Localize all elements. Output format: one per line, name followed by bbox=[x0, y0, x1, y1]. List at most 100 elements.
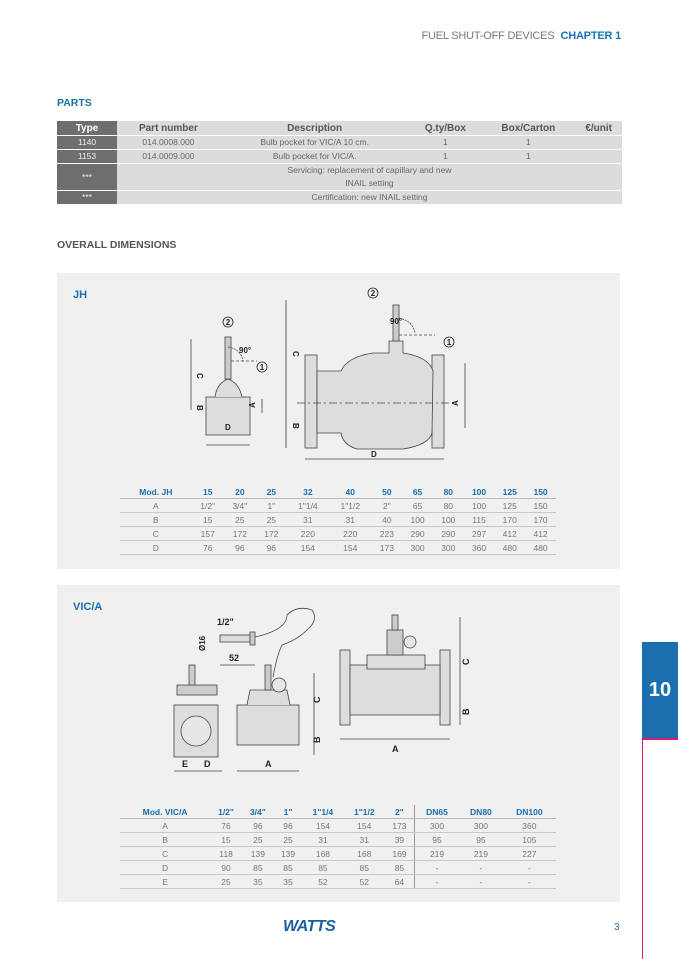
column-header: 150 bbox=[525, 485, 556, 499]
table-cell: D bbox=[120, 540, 192, 555]
column-header: Q.ty/Box bbox=[409, 121, 482, 136]
table-cell: 2" bbox=[371, 498, 403, 513]
table-cell: 480 bbox=[494, 540, 526, 555]
vica-large-valve: A C B bbox=[339, 614, 471, 754]
table-cell: 300 bbox=[413, 818, 460, 833]
table-cell: B bbox=[120, 512, 192, 527]
chapter-tab[interactable]: 10 bbox=[642, 642, 678, 738]
table-row: ***Servicing: replacement of capillary a… bbox=[57, 163, 622, 191]
jh-small-valve: 2 1 90° C B A D bbox=[190, 316, 268, 446]
table-cell: 31 bbox=[343, 832, 385, 847]
table-cell: 223 bbox=[371, 526, 403, 541]
section-title: FUEL SHUT-OFF DEVICES bbox=[421, 30, 555, 42]
svg-text:D: D bbox=[225, 423, 231, 432]
svg-text:52: 52 bbox=[229, 653, 239, 663]
description-cell: Servicing: replacement of capillary and … bbox=[117, 163, 622, 191]
table-cell: 290 bbox=[432, 526, 464, 541]
table-cell: D bbox=[120, 860, 211, 875]
table-cell: 412 bbox=[494, 526, 526, 541]
table-cell: 168 bbox=[302, 846, 344, 861]
chapter-label: CHAPTER 1 bbox=[560, 30, 621, 42]
column-header: 40 bbox=[329, 485, 372, 499]
table-cell: 25 bbox=[255, 512, 287, 527]
table-cell: 139 bbox=[273, 846, 303, 861]
table-cell: - bbox=[459, 860, 503, 875]
table-cell: 100 bbox=[432, 512, 464, 527]
type-cell: 1140 bbox=[57, 135, 117, 150]
table-cell: 1"1/2 bbox=[329, 498, 372, 513]
jh-drawing: 2 1 90° C B A D 2 1 90° C B A bbox=[190, 287, 466, 460]
svg-text:B: B bbox=[195, 405, 204, 411]
table-cell: 85 bbox=[343, 860, 385, 875]
table-cell: - bbox=[413, 874, 460, 889]
svg-text:A: A bbox=[392, 744, 399, 754]
column-header: 80 bbox=[432, 485, 464, 499]
box-cell: 1 bbox=[481, 149, 576, 164]
table-cell: 154 bbox=[343, 818, 385, 833]
table-cell: 25 bbox=[223, 512, 256, 527]
table-cell: 118 bbox=[210, 846, 242, 861]
jh-title: JH bbox=[73, 289, 88, 301]
table-cell: 290 bbox=[402, 526, 433, 541]
table-cell: 52 bbox=[343, 874, 385, 889]
table-cell: 95 bbox=[459, 832, 503, 847]
part-cell: 014.0008.000 bbox=[117, 135, 220, 150]
table-cell: 300 bbox=[459, 818, 503, 833]
box-cell: 1 bbox=[481, 135, 576, 150]
column-header: 1"1/2 bbox=[343, 805, 385, 819]
column-header: 3/4" bbox=[241, 805, 274, 819]
svg-text:B: B bbox=[461, 708, 471, 715]
table-cell: 220 bbox=[286, 526, 330, 541]
table-cell: 1"1/4 bbox=[286, 498, 330, 513]
table-cell: 1" bbox=[255, 498, 287, 513]
table-cell: 172 bbox=[223, 526, 256, 541]
table-cell: 80 bbox=[432, 498, 464, 513]
column-header: 2" bbox=[384, 805, 415, 819]
table-cell: 64 bbox=[384, 874, 415, 889]
table-cell: 40 bbox=[371, 512, 403, 527]
table-cell: 115 bbox=[463, 512, 495, 527]
vica-small-valve: E D bbox=[173, 664, 222, 772]
svg-text:B: B bbox=[291, 423, 300, 429]
price-cell bbox=[575, 135, 622, 150]
table-cell: 100 bbox=[463, 498, 495, 513]
table-cell: 25 bbox=[273, 832, 303, 847]
column-header: Description bbox=[219, 121, 410, 136]
table-cell: 219 bbox=[413, 846, 460, 861]
column-header: 1" bbox=[273, 805, 303, 819]
qty-cell: 1 bbox=[409, 149, 482, 164]
vica-panel: VIC/A 1/2" Ø16 52 E D A C bbox=[57, 585, 620, 902]
table-cell: - bbox=[413, 860, 460, 875]
table-cell: 100 bbox=[402, 512, 433, 527]
column-header: DN65 bbox=[413, 805, 460, 819]
column-header: 100 bbox=[463, 485, 495, 499]
table-cell: 39 bbox=[384, 832, 415, 847]
svg-text:90°: 90° bbox=[390, 317, 402, 326]
table-cell: 90 bbox=[210, 860, 242, 875]
table-cell: 1/2" bbox=[191, 498, 224, 513]
table-cell: 52 bbox=[302, 874, 344, 889]
table-cell: 96 bbox=[223, 540, 256, 555]
column-header: Part number bbox=[117, 121, 220, 136]
type-cell: *** bbox=[57, 190, 117, 205]
svg-text:B: B bbox=[312, 736, 322, 743]
table-cell: 35 bbox=[273, 874, 303, 889]
jh-panel: JH 2 1 90° C B A D bbox=[57, 273, 620, 569]
overall-dimensions-heading: OVERALL DIMENSIONS bbox=[57, 239, 177, 251]
column-header: Mod. VIC/A bbox=[120, 805, 211, 819]
table-cell: 173 bbox=[384, 818, 415, 833]
column-header: €/unit bbox=[575, 121, 622, 136]
column-header: 1/2" bbox=[210, 805, 242, 819]
svg-text:90°: 90° bbox=[239, 346, 251, 355]
type-cell: 1153 bbox=[57, 149, 117, 164]
desc-cell: Bulb pocket for VIC/A. bbox=[219, 149, 410, 164]
table-cell: 169 bbox=[384, 846, 415, 861]
table-cell: 76 bbox=[210, 818, 242, 833]
table-cell: 25 bbox=[241, 832, 274, 847]
